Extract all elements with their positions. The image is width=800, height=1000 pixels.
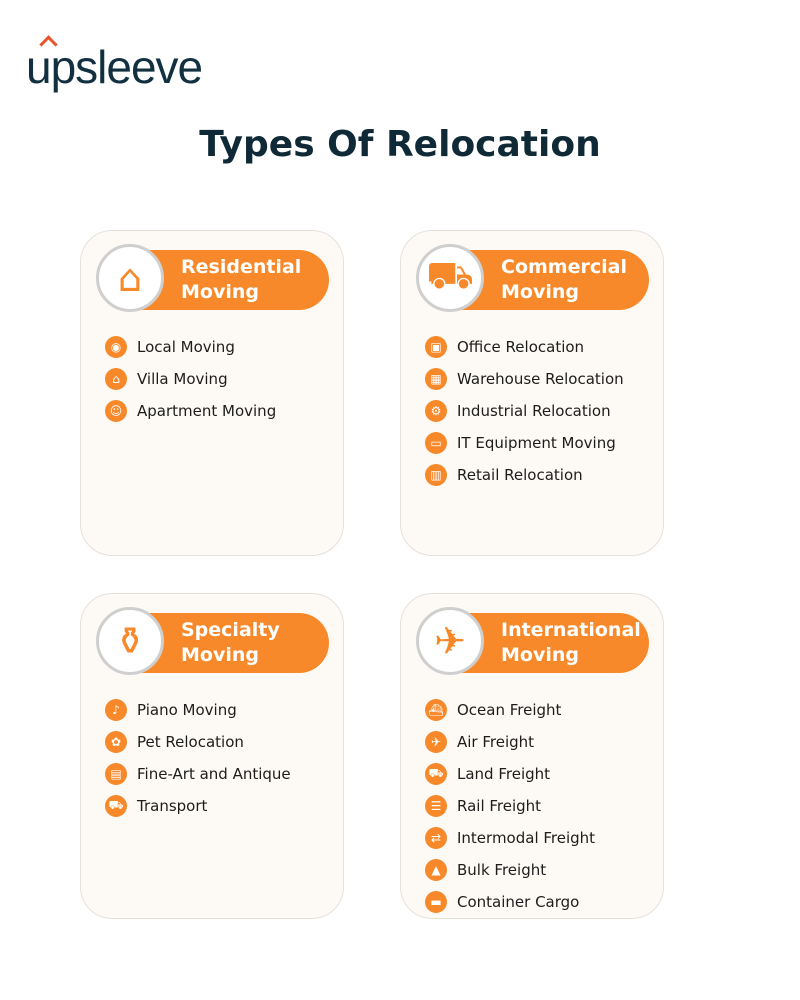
list-item: ▣ Office Relocation	[425, 331, 624, 363]
service-label: Villa Moving	[137, 370, 228, 388]
service-label: Transport	[137, 797, 208, 815]
service-icon: ⛴	[425, 699, 447, 721]
list-item: ▤ Fine-Art and Antique	[105, 758, 291, 790]
service-label: Ocean Freight	[457, 701, 562, 719]
international-icon: ✈	[416, 607, 484, 675]
list-item: ⌂ Villa Moving	[105, 363, 276, 395]
list-item: ⛴ Ocean Freight	[425, 694, 595, 726]
service-label: Local Moving	[137, 338, 235, 356]
service-label: Apartment Moving	[137, 402, 277, 420]
service-label: Air Freight	[457, 733, 535, 751]
service-label: Bulk Freight	[457, 861, 547, 879]
list-item: ▥ Retail Relocation	[425, 459, 624, 491]
service-icon: ▥	[425, 464, 447, 486]
list-item: ✿ Pet Relocation	[105, 726, 291, 758]
service-label: IT Equipment Moving	[457, 434, 616, 452]
brand-logo: upsleeve	[26, 35, 203, 94]
service-icon: ▭	[425, 432, 447, 454]
list-item: ⇄ Intermodal Freight	[425, 822, 595, 854]
commercial-icon: ⛟	[416, 244, 484, 312]
list-item: ◉ Local Moving	[105, 331, 276, 363]
list-item: ⛟ Land Freight	[425, 758, 595, 790]
service-label: Intermodal Freight	[457, 829, 596, 847]
service-label: Office Relocation	[457, 338, 585, 356]
service-icon: ☰	[425, 795, 447, 817]
service-label: Piano Moving	[137, 701, 237, 719]
service-icon: ⚙	[425, 400, 447, 422]
list-item: ✈ Air Freight	[425, 726, 595, 758]
list-item: ☰ Rail Freight	[425, 790, 595, 822]
service-label: Rail Freight	[457, 797, 542, 815]
service-list: ▣ Office Relocation ▦ Warehouse Relocation ⚙…	[425, 331, 624, 491]
service-icon: ▤	[105, 763, 127, 785]
service-icon: ✈	[425, 731, 447, 753]
service-icon: ▲	[425, 859, 447, 881]
service-label: Warehouse Relocation	[457, 370, 624, 388]
service-icon: ▦	[425, 368, 447, 390]
service-list: ♪ Piano Moving ✿ Pet Relocation ▤ Fine-Art an…	[105, 694, 291, 822]
service-icon: ⌂	[105, 368, 127, 390]
service-icon: ☺	[105, 400, 127, 422]
service-icon: ▬	[425, 891, 447, 913]
list-item: ☺ Apartment Moving	[105, 395, 276, 427]
list-item: ▭ IT Equipment Moving	[425, 427, 624, 459]
list-item: ♪ Piano Moving	[105, 694, 291, 726]
list-item: ⚙ Industrial Relocation	[425, 395, 624, 427]
list-item: ⛟ Transport	[105, 790, 291, 822]
list-item: ▬ Container Cargo	[425, 886, 595, 918]
service-label: Container Cargo	[457, 893, 580, 911]
service-icon: ⛟	[105, 795, 127, 817]
list-item: ▲ Bulk Freight	[425, 854, 595, 886]
specialty-icon: ⚱	[96, 607, 164, 675]
service-icon: ✿	[105, 731, 127, 753]
service-icon: ◉	[105, 336, 127, 358]
service-icon: ▣	[425, 336, 447, 358]
service-label: Industrial Relocation	[457, 402, 611, 420]
service-list: ◉ Local Moving ⌂ Villa Moving ☺ Apartment Mov…	[105, 331, 276, 427]
service-label: Land Freight	[457, 765, 551, 783]
service-label: Retail Relocation	[457, 466, 583, 484]
service-label: Fine-Art and Antique	[137, 765, 291, 783]
service-icon: ♪	[105, 699, 127, 721]
residential-icon: ⌂	[96, 244, 164, 312]
service-icon: ⛟	[425, 763, 447, 785]
service-icon: ⇄	[425, 827, 447, 849]
brand-name: upsleeve	[26, 41, 203, 93]
service-list: ⛴ Ocean Freight ✈ Air Freight ⛟ Land Freight ☰…	[425, 694, 595, 918]
service-label: Pet Relocation	[137, 733, 244, 751]
list-item: ▦ Warehouse Relocation	[425, 363, 624, 395]
page-title: Types Of Relocation	[199, 124, 601, 165]
